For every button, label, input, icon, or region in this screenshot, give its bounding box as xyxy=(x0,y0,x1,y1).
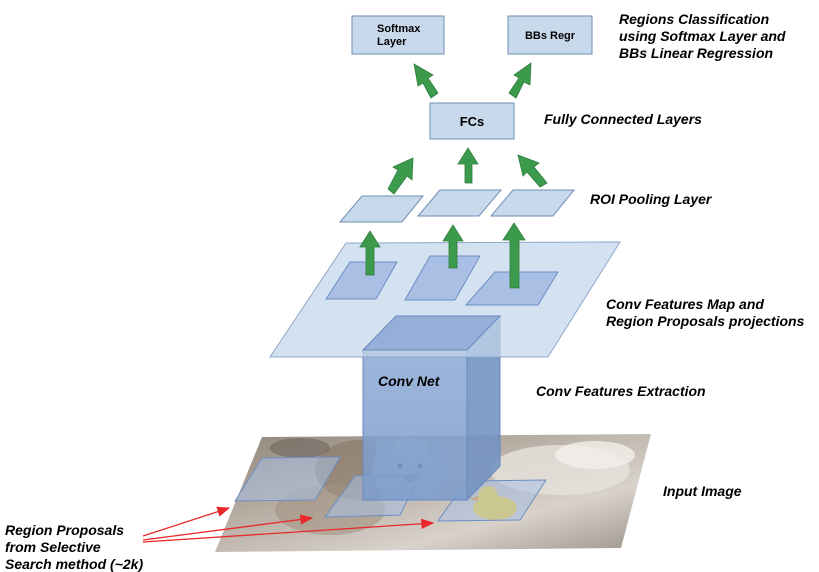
feature-map-proposal-3 xyxy=(464,271,559,306)
roi-pool-plane-2 xyxy=(416,189,503,217)
arrow-up-icon xyxy=(457,147,479,184)
input-image-label: Input Image xyxy=(663,483,742,499)
regions-classification-label-line2: using Softmax Layer and xyxy=(619,28,786,44)
conv-net-label: Conv Net xyxy=(378,373,441,389)
conv-extraction-label: Conv Features Extraction xyxy=(536,383,706,399)
green-arrows xyxy=(359,62,548,289)
arrow-up-icon xyxy=(413,63,439,99)
red-annotation-arrows xyxy=(142,506,435,543)
conv-feature-map-label-line2: Region Proposals projections xyxy=(606,313,805,329)
roi-pool-plane-3 xyxy=(489,189,576,217)
arrow-up-icon xyxy=(442,224,464,269)
softmax-layer-box: Softmax Layer xyxy=(351,15,445,55)
conv-net-block xyxy=(362,314,501,502)
arrow-up-icon xyxy=(359,230,381,276)
region-proposals-label-line2: from Selective xyxy=(5,539,101,555)
region-proposals-label-line3: Search method (~2k) xyxy=(5,556,143,572)
arrow-up-icon xyxy=(387,157,414,195)
bbs-regr-label: BBs Regr xyxy=(525,30,576,42)
arrow-up-icon xyxy=(508,62,532,99)
red-arrow-icon xyxy=(142,514,314,541)
arrow-up-icon xyxy=(502,222,526,289)
feature-map-proposal-1 xyxy=(325,261,398,300)
conv-feature-map-label-line1: Conv Features Map and xyxy=(606,296,764,312)
regions-classification-label-line1: Regions Classification xyxy=(619,11,769,27)
region-proposals-label-line1: Region Proposals xyxy=(5,522,124,538)
roi-pooling-layer xyxy=(338,189,576,223)
red-arrow-icon xyxy=(142,518,435,543)
conv-net-top-face xyxy=(361,315,502,351)
fully-connected-label: Fully Connected Layers xyxy=(544,111,702,127)
regions-classification-label-line3: BBs Linear Regression xyxy=(619,45,773,61)
red-arrow-icon xyxy=(142,506,231,537)
roi-pooling-label: ROI Pooling Layer xyxy=(590,191,713,207)
fcs-label: FCs xyxy=(460,114,485,129)
fcs-box: FCs xyxy=(429,102,515,140)
image-proposal-box-1 xyxy=(234,456,341,502)
conv-feature-map-plane xyxy=(269,241,621,358)
softmax-label-line1: Softmax xyxy=(377,23,421,35)
feature-map-proposal-2 xyxy=(404,255,481,301)
bbs-regr-box: BBs Regr xyxy=(507,15,593,55)
softmax-label-line2: Layer xyxy=(377,36,407,48)
arrow-up-icon xyxy=(517,154,548,188)
roi-pool-plane-1 xyxy=(338,195,425,223)
